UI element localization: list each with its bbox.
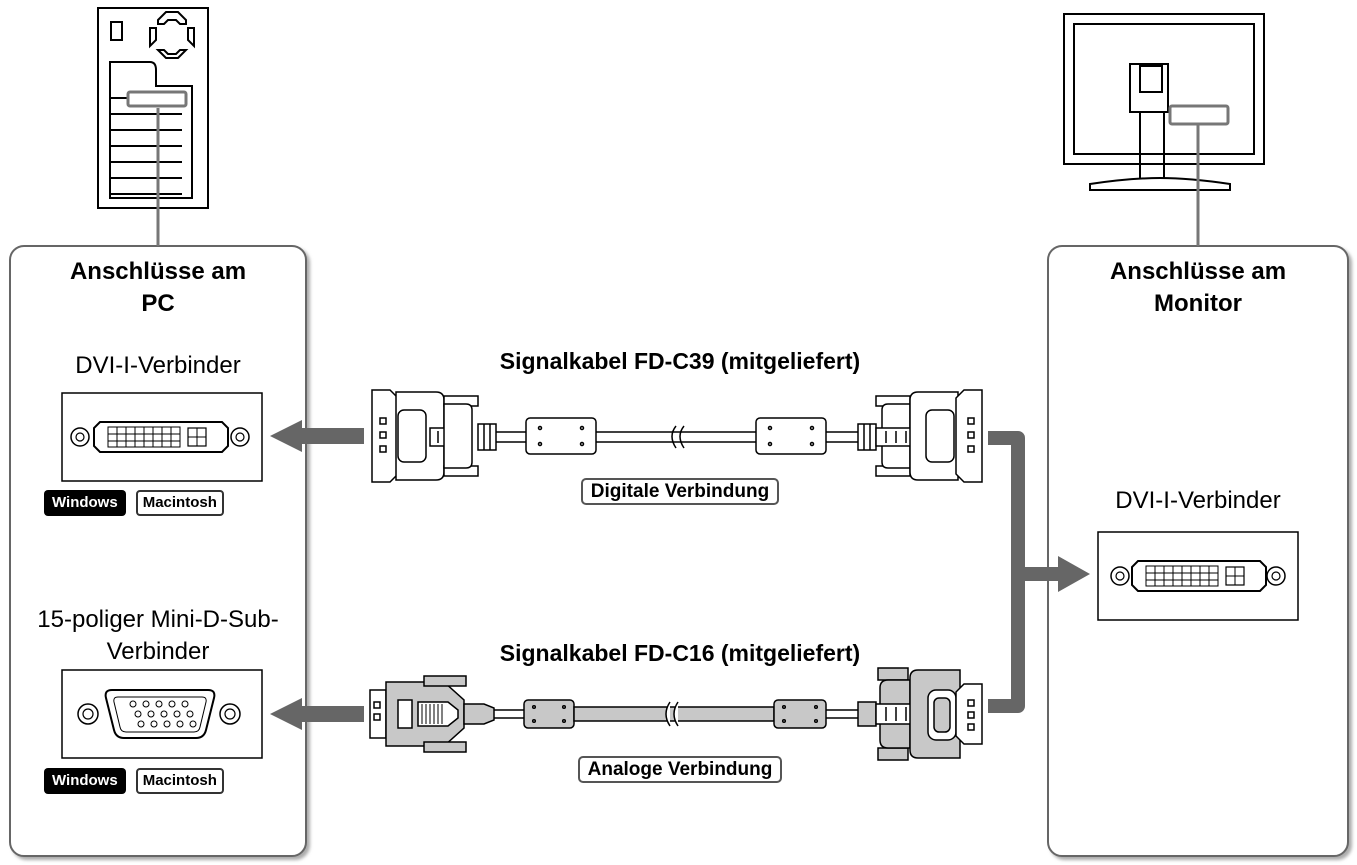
monitor-dvi-label: DVI-I-Verbinder — [1115, 487, 1281, 514]
analog-connection-wrap: Analoge Verbindung — [480, 756, 880, 783]
pc-tower-icon — [97, 7, 209, 209]
pc-dvi-label: DVI-I-Verbinder — [75, 352, 241, 379]
monitor-dvi-connector-icon — [1097, 531, 1299, 621]
digital-cable-title: Signalkabel FD-C39 (mitgeliefert) — [499, 348, 861, 374]
analog-connection-label: Analoge Verbindung — [577, 756, 783, 783]
digital-cable-icon — [371, 389, 983, 483]
windows-badge: Windows — [44, 490, 126, 516]
pc-dvi-connector-icon — [61, 392, 263, 482]
analog-cable-icon — [369, 667, 983, 761]
pc-dsub-label-line1: 15-poliger Mini-D-Sub- — [37, 606, 279, 633]
windows-badge: Windows — [44, 768, 126, 794]
arrow-to-monitor — [988, 431, 1060, 713]
analog-cable-title: Signalkabel FD-C16 (mitgeliefert) — [499, 640, 861, 666]
pc-panel-title-line1: Anschlüsse am — [69, 258, 247, 285]
pc-dsub-label-line2: Verbinder — [106, 638, 210, 665]
monitor-panel-title-line1: Anschlüsse am — [1109, 258, 1287, 285]
pc-panel-title: Anschlüsse am PC — [10, 256, 306, 320]
arrow-to-pc-dsub — [270, 698, 364, 730]
macintosh-badge: Macintosh — [135, 490, 224, 516]
macintosh-badge: Macintosh — [135, 768, 224, 794]
pc-dsub-os-badges: Windows Macintosh — [44, 768, 224, 794]
monitor-icon — [1063, 13, 1265, 191]
pc-dsub-connector-icon — [61, 669, 263, 759]
digital-connection-wrap: Digitale Verbindung — [480, 478, 880, 505]
digital-connection-label: Digitale Verbindung — [580, 478, 780, 505]
monitor-panel-title-line2: Monitor — [1154, 290, 1242, 317]
pc-dvi-os-badges: Windows Macintosh — [44, 490, 224, 516]
pc-panel-title-line2: PC — [141, 290, 175, 317]
arrow-to-pc-dvi — [270, 420, 364, 452]
pc-dsub-label: 15-poliger Mini-D-Sub- Verbinder — [0, 604, 316, 668]
monitor-panel-title: Anschlüsse am Monitor — [1048, 256, 1348, 320]
pc-panel — [9, 245, 307, 857]
